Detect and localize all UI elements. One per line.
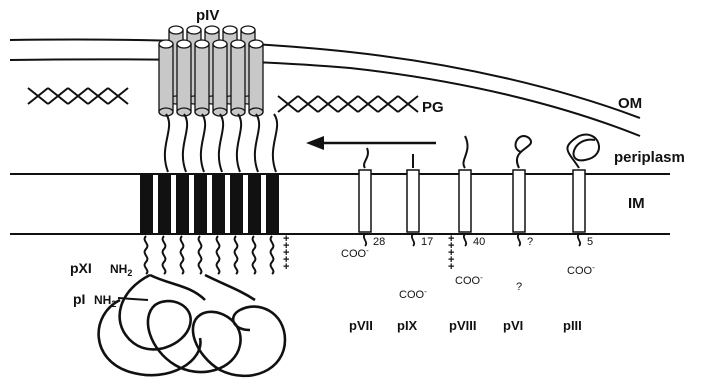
piv-cylinder-front-1-top (177, 40, 191, 48)
tm-block-2 (176, 174, 189, 234)
cytoplasmic-coil-3 (199, 236, 202, 274)
cytoplasmic-coil-5 (235, 236, 238, 274)
coat-protein-tail-4 (578, 234, 580, 246)
cytoplasmic-coil-1 (163, 236, 166, 274)
piv-label: pIV (196, 7, 219, 24)
piv-transmembrane-segments (140, 114, 279, 274)
pxi-label: pXI (70, 260, 92, 276)
piv-cylinder-front-1-body (177, 44, 191, 112)
coat-protein-box-4 (573, 170, 585, 232)
piv-linker-6 (273, 114, 277, 172)
piv-cylinder-front-3-body (213, 44, 227, 112)
export-arrow-head (306, 136, 324, 150)
coat-protein-name-2: pVIII (449, 318, 476, 333)
cytoplasmic-coil-0 (145, 236, 148, 274)
tm-block-7 (266, 174, 279, 234)
coat-protein-nterm-2 (463, 136, 467, 168)
piv-cylinder-front-5-body (249, 44, 263, 112)
peptidoglycan-right (278, 96, 418, 112)
piv-cylinder-front-5-top (249, 40, 263, 48)
om-label: OM (618, 95, 642, 112)
coat-protein-residues-0: 28 (373, 236, 385, 248)
piv-linker-1 (183, 114, 187, 172)
tm-block-5 (230, 174, 243, 234)
coat-protein-residues-1: 17 (421, 236, 433, 248)
coat-protein-box-1 (407, 170, 419, 232)
piv-cylinder-back-0-top (169, 26, 183, 34)
piv-linker-3 (219, 114, 223, 172)
pviii-plus-charge-4: + (448, 261, 454, 273)
pi-cytoplasmic-loops (120, 275, 285, 376)
coat-protein-residues-3: ? (527, 236, 533, 248)
piv-cylinder-front-2-top (195, 40, 209, 48)
coat-protein-terminus-3: ? (516, 281, 522, 293)
positive-charges-pi: +++++ (283, 233, 289, 273)
pi-label: pI (73, 291, 85, 307)
coat-protein-box-0 (359, 170, 371, 232)
cytoplasmic-coil-7 (271, 236, 274, 274)
coat-protein-name-1: pIX (397, 318, 418, 333)
coat-protein-name-0: pVII (349, 318, 373, 333)
coat-protein-terminus-4: COO- (567, 263, 595, 277)
cytoplasmic-coil-6 (253, 236, 256, 274)
coat-protein-nterm-3 (516, 136, 532, 168)
coat-protein-tail-1 (412, 234, 414, 246)
piv-cylinder-back-2-top (205, 26, 219, 34)
coat-protein-residues-4: 5 (587, 236, 593, 248)
piv-cylinder-back-3-top (223, 26, 237, 34)
piv-cylinder-front-2-body (195, 44, 209, 112)
piv-cylinder-front-4-top (231, 40, 245, 48)
piv-cylinder-front-4-body (231, 44, 245, 112)
tm-block-3 (194, 174, 207, 234)
outer-membrane-bottom (10, 59, 640, 136)
coat-protein-nterm-0 (364, 148, 368, 168)
coat-protein-terminus-2: COO- (455, 273, 483, 287)
coat-protein-terminus-0: COO- (341, 246, 369, 260)
tm-block-4 (212, 174, 225, 234)
pg-label: PG (422, 99, 444, 116)
pi-nh2-label: NH2 (94, 293, 116, 309)
peptidoglycan-left (28, 88, 128, 104)
coat-protein-residues-2: 40 (473, 236, 485, 248)
coat-protein-name-4: pIII (563, 318, 582, 333)
piv-channel (159, 26, 263, 116)
coat-protein-box-2 (459, 170, 471, 232)
periplasm-label: periplasm (614, 149, 685, 166)
coat-protein-box-3 (513, 170, 525, 232)
piv-cylinder-back-4-top (241, 26, 255, 34)
coat-protein-terminus-1: COO- (399, 287, 427, 301)
piv-linker-0 (165, 114, 169, 172)
piv-cylinder-front-0-top (159, 40, 173, 48)
plus-charge-4: + (283, 261, 289, 273)
piv-cylinder-front-3-top (213, 40, 227, 48)
coat-protein-name-3: pVI (503, 318, 523, 333)
tm-block-0 (140, 174, 153, 234)
tm-block-6 (248, 174, 261, 234)
pxi-nh2-label: NH2 (110, 262, 132, 278)
piv-linker-4 (237, 114, 241, 172)
tm-block-1 (158, 174, 171, 234)
coat-protein-nterm-4 (567, 135, 599, 168)
coat-protein-tail-3 (518, 234, 520, 246)
cytoplasmic-coil-4 (217, 236, 220, 274)
piv-cylinder-front-0-body (159, 44, 173, 112)
im-label: IM (628, 195, 645, 212)
piv-linker-2 (201, 114, 205, 172)
piv-cylinder-back-1-top (187, 26, 201, 34)
piv-linker-5 (255, 114, 259, 172)
coat-protein-tail-0 (364, 234, 366, 246)
cytoplasmic-coil-2 (181, 236, 184, 274)
coat-protein-tail-2 (464, 234, 466, 246)
